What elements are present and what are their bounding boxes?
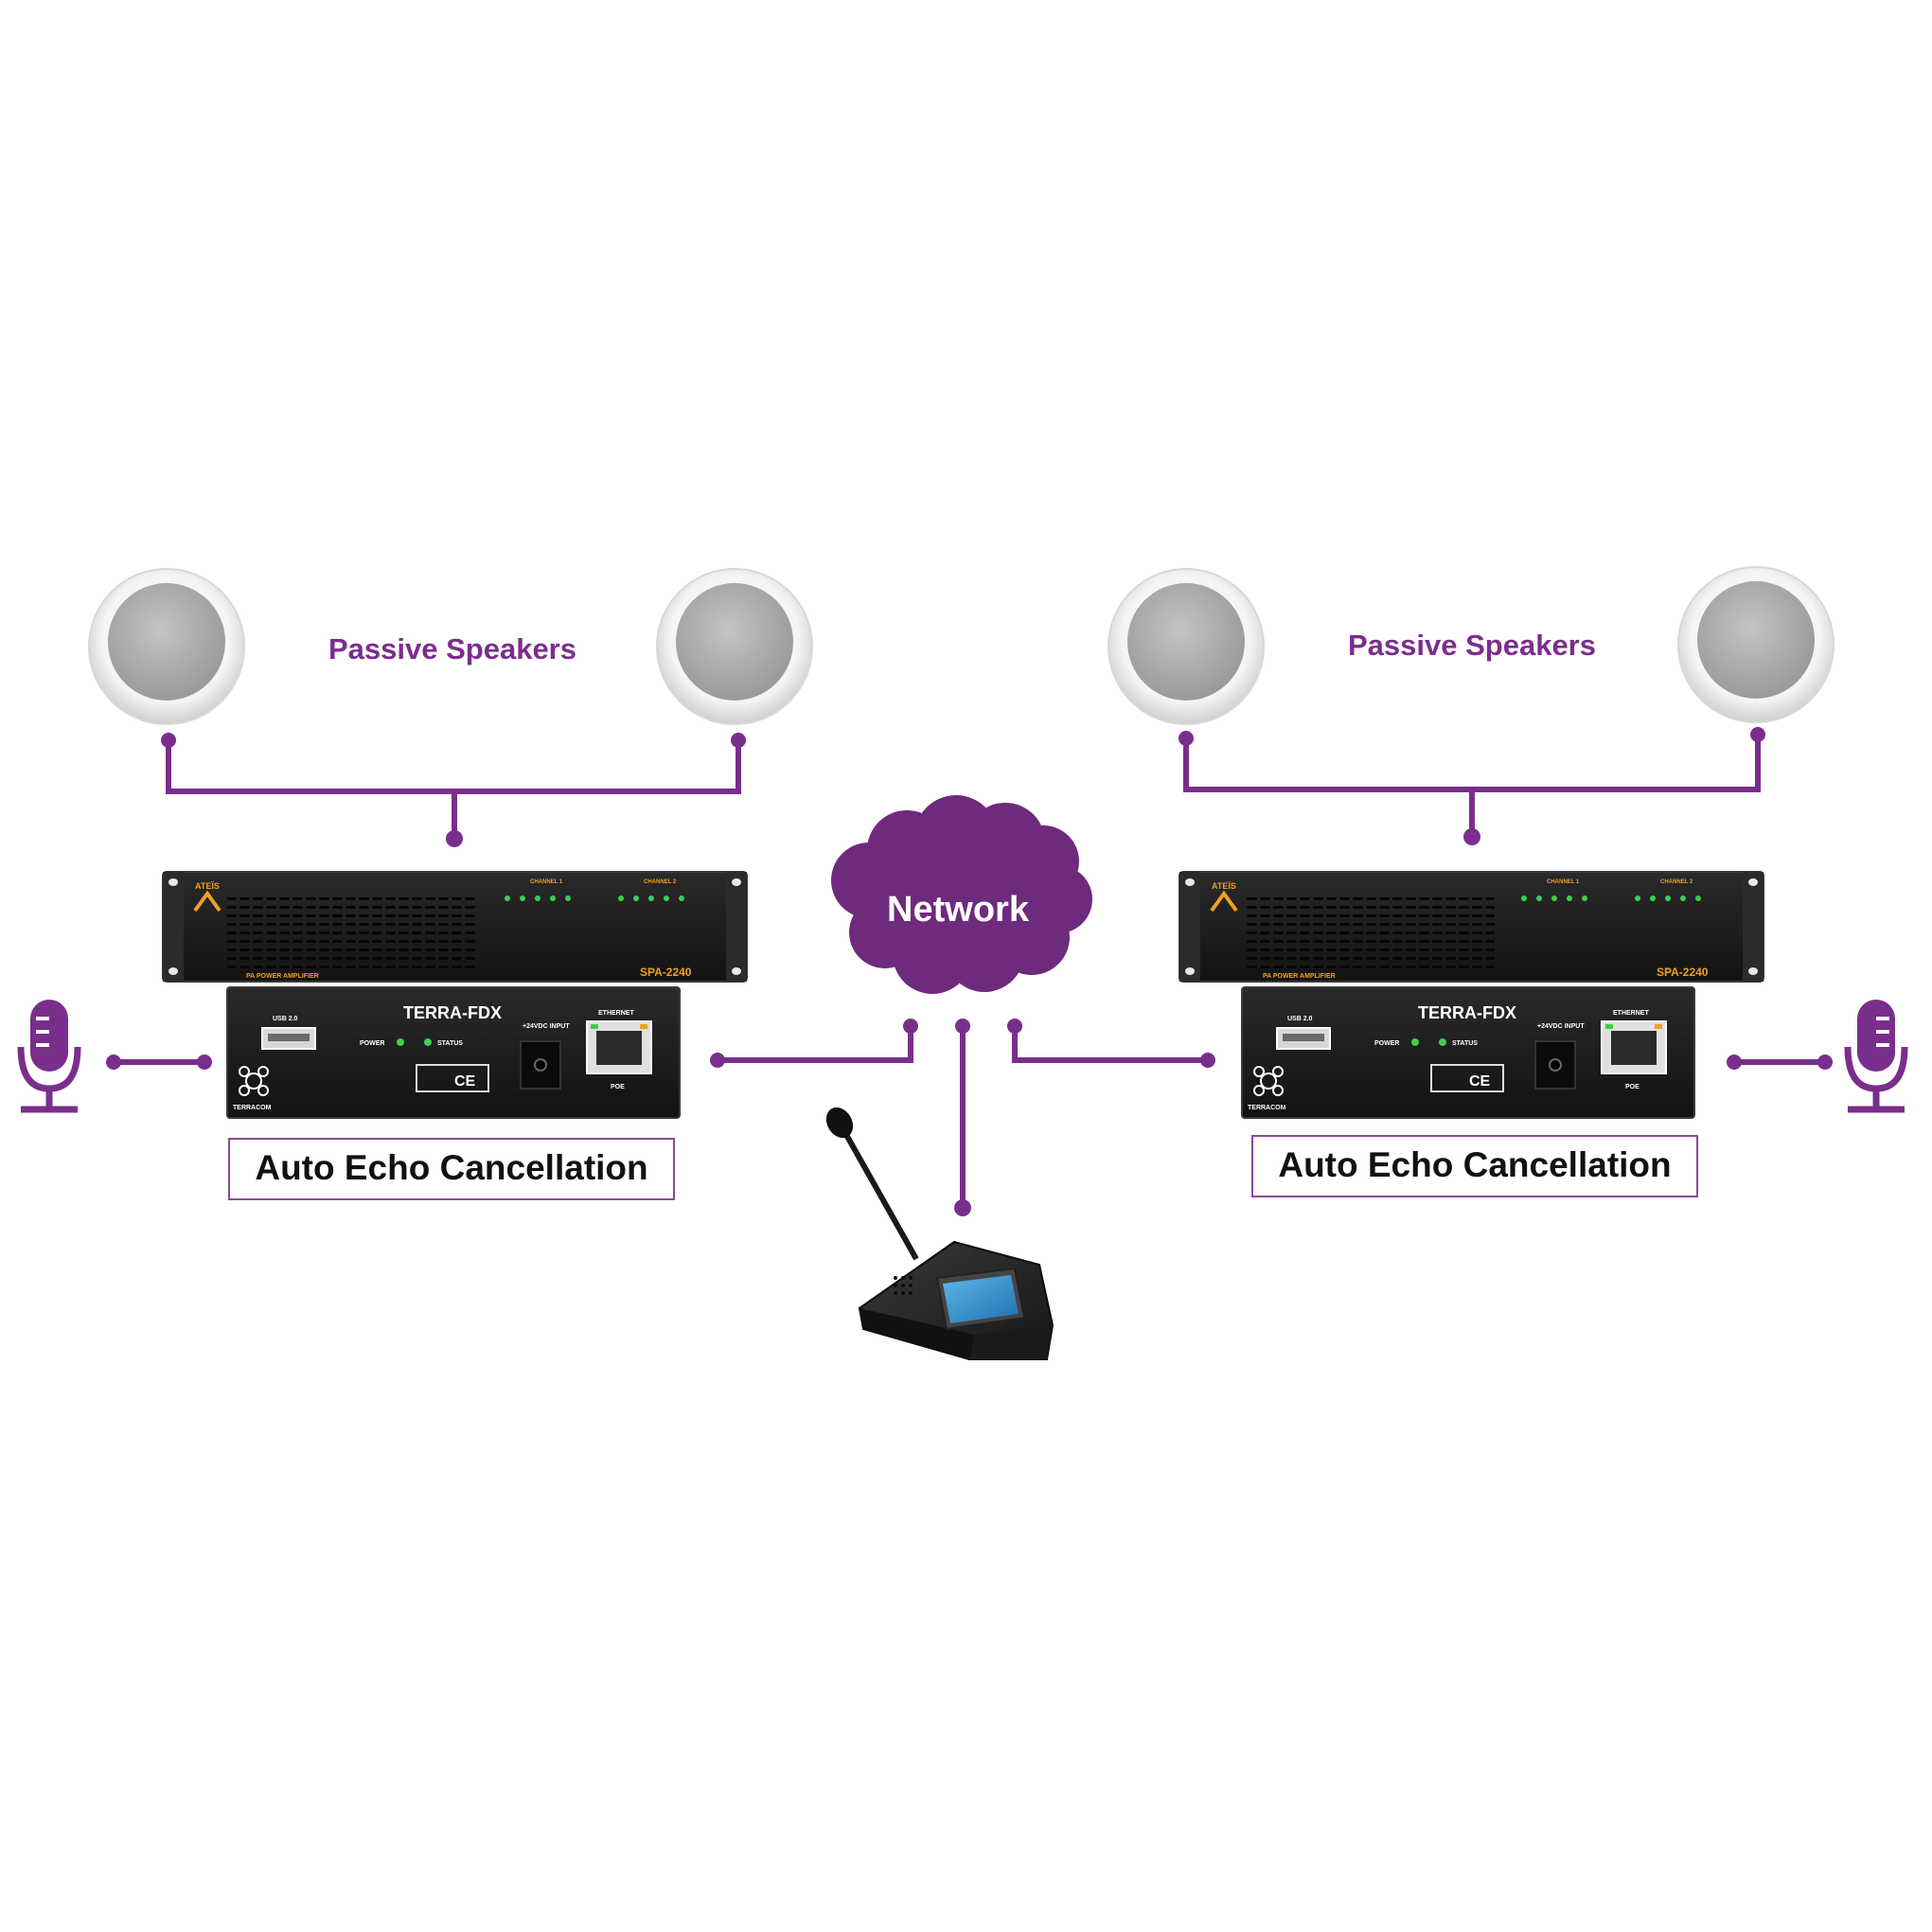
left-amp-channel2: CHANNEL 2 <box>644 879 677 885</box>
left-fdx-input: +24VDC INPUT <box>523 1023 570 1030</box>
left-fdx-poe: POE <box>611 1084 625 1090</box>
left-ce-mark-icon: CE <box>454 1073 476 1090</box>
network-cloud-icon <box>831 795 1092 994</box>
left-speaker-wiring-nodes <box>161 733 746 847</box>
right-microphone-icon <box>1844 1000 1908 1113</box>
network-wiring-nodes <box>710 1019 1215 1216</box>
right-fdx-name: TERRA-FDX <box>1418 1003 1516 1022</box>
left-caption: Auto Echo Cancellation <box>255 1148 647 1187</box>
left-amp-brand: ATEÏS <box>195 881 220 891</box>
left-caption-box: Auto Echo Cancellation <box>228 1138 675 1200</box>
right-caption: Auto Echo Cancellation <box>1278 1145 1671 1184</box>
left-fdx-power: POWER <box>360 1040 384 1047</box>
network-wiring <box>718 1026 1208 1208</box>
left-amp-subtitle: PA POWER AMPLIFIER <box>246 973 319 980</box>
left-fdx-name: TERRA-FDX <box>403 1003 502 1022</box>
left-fdx-usb: USB 2.0 <box>273 1016 298 1022</box>
right-amp-subtitle: PA POWER AMPLIFIER <box>1263 973 1336 980</box>
right-speaker-wiring-nodes <box>1179 727 1765 845</box>
right-amp-model: SPA-2240 <box>1657 966 1709 979</box>
right-fdx-status: STATUS <box>1452 1040 1478 1047</box>
right-fdx-ethernet: ETHERNET <box>1613 1010 1649 1017</box>
right-ce-mark-icon: CE <box>1469 1073 1491 1090</box>
left-fdx-ethernet: ETHERNET <box>598 1010 634 1017</box>
left-fdx-brand: TERRACOM <box>233 1105 272 1111</box>
left-amp-model: SPA-2240 <box>640 966 692 979</box>
right-amplifier: ATEÏS CHANNEL 1 CHANNEL 2 PA POWER AMPLI… <box>1179 871 1764 983</box>
right-speaker-2 <box>1677 566 1835 723</box>
right-caption-box: Auto Echo Cancellation <box>1251 1135 1698 1197</box>
right-fdx-power: POWER <box>1374 1040 1399 1047</box>
mic-wiring-nodes <box>106 1055 1833 1070</box>
left-terracom-logo-icon <box>239 1066 269 1096</box>
paging-console-icon <box>825 1107 1055 1360</box>
right-speaker-wiring <box>1183 735 1761 837</box>
right-terracom-logo-icon <box>1253 1066 1284 1096</box>
left-amplifier: ATEÏS CHANNEL 1 CHANNEL 2 PA POWER AMPLI… <box>162 871 748 983</box>
left-speaker-wiring <box>166 740 741 839</box>
left-speakers-label: Passive Speakers <box>328 632 576 665</box>
right-fdx-brand: TERRACOM <box>1248 1105 1286 1111</box>
left-fdx-status: STATUS <box>437 1040 463 1047</box>
right-speaker-1 <box>1108 568 1265 725</box>
left-amp-channel1: CHANNEL 1 <box>530 879 563 885</box>
left-microphone-icon <box>17 1000 81 1113</box>
right-amp-brand: ATEÏS <box>1212 881 1236 891</box>
right-fdx-poe: POE <box>1625 1084 1640 1090</box>
right-amp-channel2: CHANNEL 2 <box>1660 879 1693 885</box>
left-speaker-2 <box>656 568 813 725</box>
network-label: Network <box>887 890 1030 930</box>
right-fdx-usb: USB 2.0 <box>1287 1016 1313 1022</box>
right-terra-fdx: TERRA-FDX USB 2.0 POWER STATUS CE +24VDC… <box>1241 986 1695 1119</box>
right-fdx-input: +24VDC INPUT <box>1537 1023 1585 1030</box>
left-speaker-1 <box>88 568 245 725</box>
left-terra-fdx: TERRA-FDX USB 2.0 POWER STATUS CE +24VDC… <box>226 986 681 1119</box>
right-amp-channel1: CHANNEL 1 <box>1547 879 1580 885</box>
right-speakers-label: Passive Speakers <box>1348 629 1596 662</box>
